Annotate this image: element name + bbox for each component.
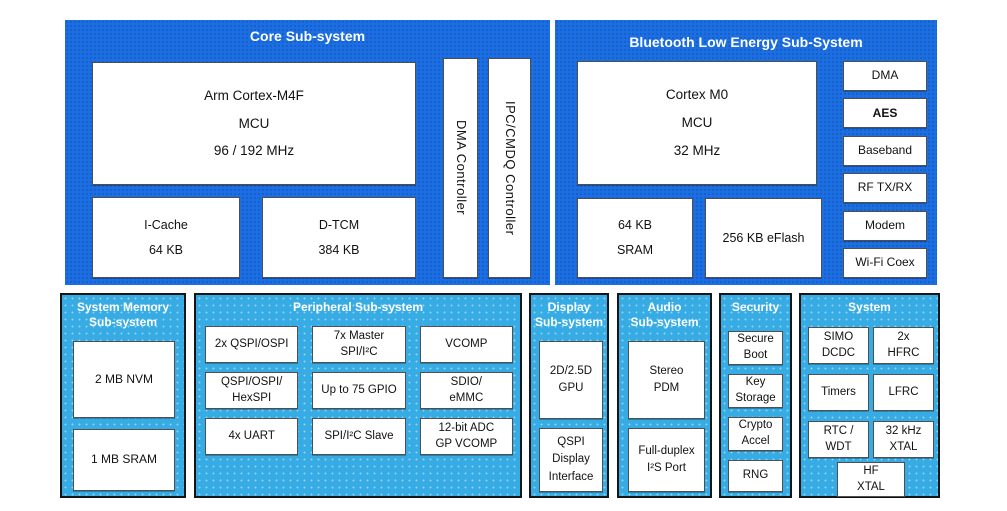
block-2x-qspi-ospi: 2x QSPI/OSPI: [205, 326, 299, 363]
block-up-to-75-gpio: Up to 75 GPIO: [312, 372, 406, 409]
block-2mb-nvm: 2 MB NVM: [73, 341, 175, 418]
block-aes: AES: [843, 98, 927, 129]
block-32khz-xtal: 32 kHz XTAL: [873, 421, 934, 458]
display-subsystem-title: Display Sub-system: [534, 300, 604, 329]
block-2x-hfrc: 2x HFRC: [873, 327, 934, 364]
block-qspi-display-interface: QSPI Display Interface: [539, 428, 603, 492]
block-secure-boot: Secure Boot: [728, 331, 783, 365]
block-2d-25d-gpu: 2D/2.5D GPU: [539, 341, 603, 419]
peripheral-subsystem-title: Peripheral Sub-system: [292, 300, 424, 314]
block-lfrc: LFRC: [873, 374, 934, 411]
block-full-duplex-i2s-port: Full-duplex I²S Port: [628, 428, 705, 492]
ble-modules-column: DMA AES Baseband RF TX/RX Modem Wi-Fi Co…: [843, 61, 927, 278]
display-subsystem-container: Display Sub-system 2D/2.5D GPU QSPI Disp…: [529, 293, 609, 498]
system-memory-subsystem-container: System Memory Sub-system 2 MB NVM 1 MB S…: [60, 293, 186, 498]
system-memory-title: System Memory Sub-system: [76, 300, 170, 329]
block-ipc-cmdq-controller: IPC/CMDQ Controller: [488, 58, 531, 278]
audio-subsystem-container: Audio Sub-system Stereo PDM Full-duplex …: [617, 293, 712, 498]
block-7x-master-spi-i2c: 7x Master SPI/I²C: [312, 326, 406, 363]
core-subsystem-container: Core Sub-system Arm Cortex-M4F MCU 96 / …: [65, 20, 550, 285]
block-12bit-adc-gp-vcomp: 12-bit ADC GP VCOMP: [419, 418, 513, 455]
peripheral-grid: 2x QSPI/OSPI 7x Master SPI/I²C VCOMP QSP…: [205, 326, 513, 455]
audio-subsystem-title: Audio Sub-system: [630, 300, 699, 329]
block-dtcm: D-TCM 384 KB: [262, 197, 416, 278]
block-stereo-pdm: Stereo PDM: [628, 341, 705, 419]
block-ble-dma: DMA: [843, 61, 927, 91]
block-timers: Timers: [808, 374, 869, 411]
ble-subsystem-title: Bluetooth Low Energy Sub-System: [629, 34, 863, 50]
block-baseband: Baseband: [843, 135, 927, 166]
block-spi-i2c-slave: SPI/I²C Slave: [312, 418, 406, 455]
block-rng: RNG: [728, 460, 783, 492]
block-rtc-wdt: RTC / WDT: [808, 421, 869, 458]
core-subsystem-title: Core Sub-system: [249, 28, 366, 44]
block-sdio-emmc: SDIO/ eMMC: [419, 372, 513, 409]
block-hf-xtal: HF XTAL: [837, 462, 905, 497]
system-title: System: [848, 300, 891, 314]
block-1mb-sram: 1 MB SRAM: [73, 429, 175, 491]
peripheral-subsystem-container: Peripheral Sub-system 2x QSPI/OSPI 7x Ma…: [194, 293, 522, 498]
block-crypto-accel: Crypto Accel: [728, 417, 783, 451]
block-rf-tx-rx: RF TX/RX: [843, 173, 927, 204]
system-container: System SIMO DCDC 2x HFRC Timers LFRC RTC…: [799, 293, 940, 498]
block-4x-uart: 4x UART: [205, 418, 299, 455]
block-icache: I-Cache 64 KB: [92, 197, 240, 278]
block-arm-cortex-m4f-mcu: Arm Cortex-M4F MCU 96 / 192 MHz: [92, 62, 416, 185]
block-ble-sram: 64 KB SRAM: [577, 198, 693, 278]
block-simo-dcdc: SIMO DCDC: [808, 327, 869, 364]
block-modem: Modem: [843, 210, 927, 241]
ble-subsystem-container: Bluetooth Low Energy Sub-System Cortex M…: [555, 20, 937, 285]
security-title: Security: [731, 300, 780, 314]
block-vcomp: VCOMP: [419, 326, 513, 363]
security-container: Security Secure Boot Key Storage Crypto …: [719, 293, 792, 498]
block-key-storage: Key Storage: [728, 374, 783, 408]
block-qspi-ospi-hexspi: QSPI/OSPI/ HexSPI: [205, 372, 299, 409]
block-eflash: 256 KB eFlash: [705, 198, 822, 278]
block-cortex-m0-mcu: Cortex M0 MCU 32 MHz: [577, 61, 817, 185]
block-wifi-coex: Wi-Fi Coex: [843, 247, 927, 278]
block-dma-controller: DMA Controller: [443, 58, 478, 278]
